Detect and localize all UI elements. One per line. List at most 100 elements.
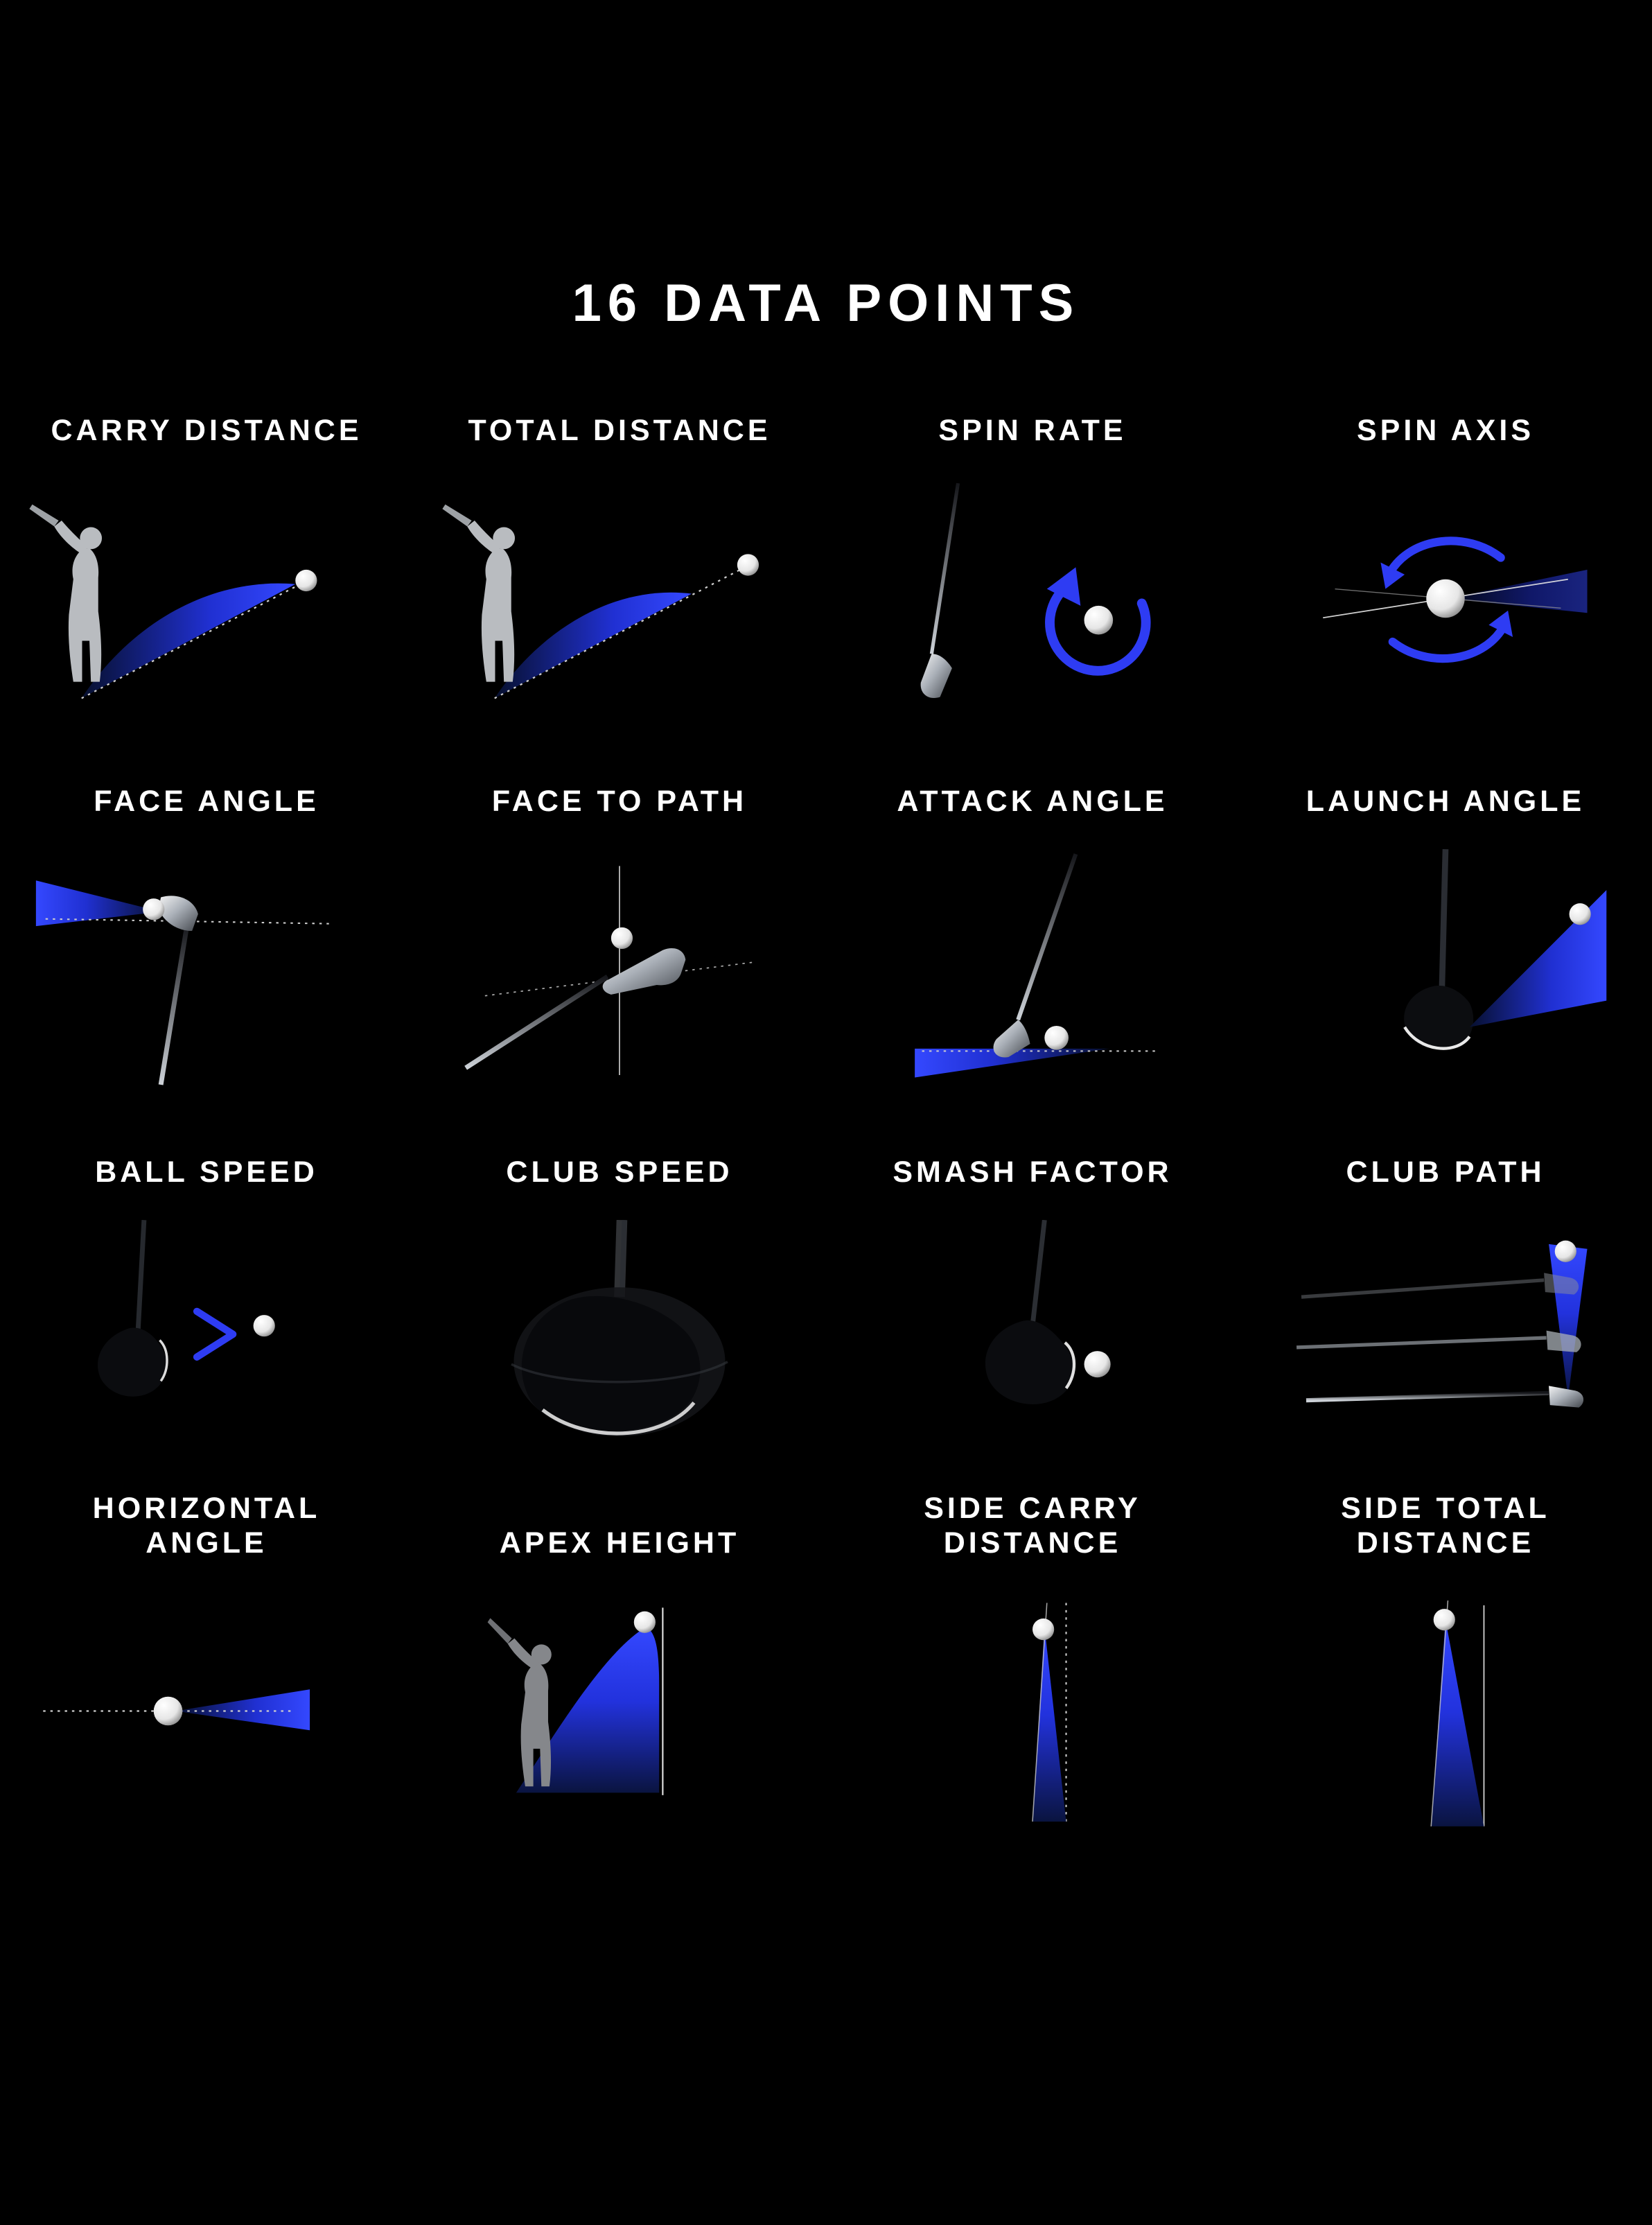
iron-shaft — [929, 482, 960, 654]
driver-head — [985, 1320, 1073, 1404]
card-carry-distance: CARRY DISTANCE — [0, 378, 413, 749]
motion-streak — [511, 1361, 728, 1384]
golf-ball-icon — [1084, 605, 1114, 635]
spin-arrowhead — [1046, 567, 1081, 606]
iron-shaft — [464, 974, 609, 1070]
iron-shaft — [158, 923, 190, 1085]
golf-ball-icon — [153, 1696, 183, 1726]
path-beam — [1549, 1244, 1588, 1398]
golfer-silhouette — [442, 504, 516, 682]
card-side-carry-distance: SIDE CARRY DISTANCE — [826, 1491, 1239, 1862]
driver-head — [521, 1295, 701, 1431]
target-line — [494, 563, 753, 699]
card-label: TOTAL DISTANCE — [468, 413, 771, 447]
card-ball-speed: BALL SPEED — [0, 1120, 413, 1491]
card-label: ATTACK ANGLE — [897, 784, 1168, 818]
card-total-distance: TOTAL DISTANCE — [413, 378, 826, 749]
card-face-angle: FACE ANGLE — [0, 749, 413, 1120]
spin-arrow-bottom — [1388, 623, 1508, 663]
side-wedge — [1431, 1619, 1484, 1826]
spin-arrow — [1045, 584, 1151, 676]
edge-highlight — [159, 1339, 168, 1382]
card-label: SIDE TOTAL DISTANCE — [1341, 1492, 1550, 1560]
card-label: SIDE CARRY DISTANCE — [924, 1492, 1141, 1560]
angle-wedge — [175, 1689, 310, 1731]
golf-ball-icon — [610, 927, 633, 950]
face-beam — [35, 880, 161, 927]
golf-ball-icon — [143, 898, 165, 920]
card-club-path: CLUB PATH — [1239, 1120, 1652, 1491]
card-label: BALL SPEED — [95, 1155, 318, 1189]
speed-arrow — [193, 1307, 237, 1361]
card-label: SPIN RATE — [938, 413, 1127, 447]
apex-height-illustration — [487, 1607, 664, 1795]
driver-shaft — [1439, 849, 1449, 991]
card-label: FACE ANGLE — [94, 784, 319, 818]
grid-row-1: CARRY DISTANCE TOTAL DISTANCE — [0, 378, 1652, 749]
smash-factor-illustration — [985, 1220, 1111, 1404]
ball-speed-illustration — [98, 1220, 275, 1397]
horizontal-angle-illustration — [43, 1689, 310, 1731]
sole-highlight — [541, 1401, 696, 1436]
launch-angle-illustration — [1403, 849, 1607, 1050]
golf-ball-icon — [295, 569, 317, 592]
grid-row-3: BALL SPEED CLUB SPEED — [0, 1120, 1652, 1491]
iron-head — [993, 1020, 1030, 1058]
driver-shaft — [620, 1220, 627, 1295]
golf-ball-icon — [737, 554, 759, 576]
target-line — [81, 581, 306, 699]
golf-ball-icon — [1433, 1609, 1455, 1631]
card-label: CLUB SPEED — [506, 1155, 733, 1189]
sole-highlight — [1403, 1026, 1471, 1050]
club-sequence — [1296, 1273, 1584, 1408]
driver-head — [1404, 986, 1474, 1049]
golfer-silhouette — [29, 504, 103, 682]
driver-head — [98, 1327, 166, 1397]
driver-shaft — [1030, 1220, 1047, 1327]
card-label: CARRY DISTANCE — [51, 413, 362, 447]
card-attack-angle: ATTACK ANGLE — [826, 749, 1239, 1120]
golf-ball-icon — [1084, 1351, 1111, 1378]
card-smash-factor: SMASH FACTOR — [826, 1120, 1239, 1491]
card-side-total-distance: SIDE TOTAL DISTANCE — [1239, 1491, 1652, 1862]
attack-wedge — [915, 1048, 1109, 1078]
card-label: HORIZONTAL ANGLE — [92, 1492, 321, 1560]
card-face-to-path: FACE TO PATH — [413, 749, 826, 1120]
card-horizontal-angle: HORIZONTAL ANGLE — [0, 1491, 413, 1862]
side-total-distance-illustration — [1430, 1600, 1485, 1826]
page-title: 16 DATA POINTS — [572, 274, 1080, 333]
trajectory-arc — [494, 592, 692, 699]
carry-distance-illustration — [29, 504, 317, 699]
iron-head — [158, 896, 198, 932]
driver-shaft — [135, 1220, 147, 1331]
data-points-grid: CARRY DISTANCE TOTAL DISTANCE — [0, 378, 1652, 1862]
face-highlight — [1064, 1341, 1076, 1390]
grid-row-2: FACE ANGLE FACE TO PATH — [0, 749, 1652, 1120]
golf-ball-icon — [633, 1611, 656, 1633]
face-angle-illustration — [35, 880, 329, 1085]
card-spin-axis: SPIN AXIS — [1239, 378, 1652, 749]
golf-ball-icon — [253, 1315, 275, 1337]
total-distance-illustration — [442, 504, 759, 699]
flight-line — [1430, 1600, 1449, 1826]
card-club-speed: CLUB SPEED — [413, 1120, 826, 1491]
side-carry-distance-illustration — [1032, 1603, 1067, 1824]
card-label: SMASH FACTOR — [893, 1155, 1172, 1189]
card-label: SPIN AXIS — [1356, 413, 1535, 447]
card-label: LAUNCH ANGLE — [1306, 784, 1585, 818]
iron-head — [920, 654, 952, 698]
side-wedge — [1032, 1627, 1066, 1822]
spin-axis-illustration — [1323, 536, 1588, 663]
spin-arrowhead-top — [1380, 562, 1405, 589]
grid-row-4: HORIZONTAL ANGLE APEX HEIGHT — [0, 1491, 1652, 1862]
golf-ball-icon — [1044, 1025, 1069, 1050]
golf-ball-icon — [1426, 579, 1465, 618]
attack-angle-illustration — [915, 853, 1155, 1078]
card-label: FACE TO PATH — [491, 784, 748, 818]
trajectory-arc — [81, 583, 296, 699]
card-spin-rate: SPIN RATE — [826, 378, 1239, 749]
dispersion-cone — [1448, 569, 1588, 613]
card-launch-angle: LAUNCH ANGLE — [1239, 749, 1652, 1120]
golf-ball-icon — [1554, 1240, 1576, 1262]
